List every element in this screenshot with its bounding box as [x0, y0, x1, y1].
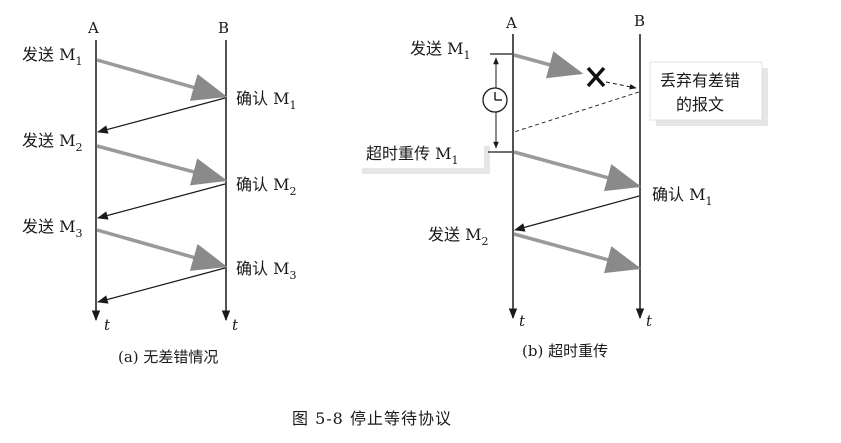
- panel-a-ack-arrow-m2: [96, 183, 226, 220]
- panel-b-timeout-dashed-line: [513, 91, 640, 133]
- panel-a-time-label-b: t: [232, 316, 239, 334]
- figure-caption: 图 5-8 停止等待协议: [292, 409, 452, 428]
- panel-b-retransmit-box: [358, 140, 484, 168]
- panel-b-lost-dashed-arrow: [605, 81, 637, 90]
- panel-b-discard-note: 丢弃有差错 的报文: [649, 61, 768, 126]
- panel-b-ack-arrow-m1: [513, 195, 640, 232]
- panel-b-discard-note-box: [649, 61, 763, 121]
- panel-b-time-label-b: t: [646, 312, 653, 330]
- panel-b-caption: (b) 超时重传: [522, 342, 608, 360]
- panel-a-time-label-a: t: [104, 316, 111, 334]
- panel-a-ack-label-2: 确认 M2: [236, 175, 296, 198]
- panel-a-ack-arrow-m3: [96, 267, 226, 304]
- panel-a-send-label-1: 发送 M1: [22, 45, 82, 68]
- panel-a-node-a-label: A: [87, 19, 99, 37]
- panel-b-retransmit-data-arrow: [513, 150, 642, 192]
- panel-b-lost-data-arrow: [513, 51, 584, 79]
- panel-b-time-label-a: t: [519, 312, 526, 330]
- panel-a-ack-label-3: 确认 M3: [236, 259, 296, 282]
- panel-a-send-label-3: 发送 M3: [22, 217, 82, 240]
- panel-b-discard-note-line1: 丢弃有差错: [660, 71, 740, 90]
- panel-b-send1-label: 发送 M1: [410, 39, 470, 62]
- x-icon: [586, 66, 606, 88]
- panel-a-data-arrow-m3: [96, 228, 228, 271]
- panel-a-send-label-2: 发送 M2: [22, 131, 82, 154]
- panel-a-ack-label-1: 确认 M1: [236, 89, 296, 112]
- panel-a-data-arrow-m1: [96, 58, 228, 101]
- panel-a-ack-arrow-m1: [96, 97, 226, 134]
- panel-a-data-arrow-m2: [96, 144, 228, 186]
- panel-b-node-b-label: B: [634, 12, 645, 30]
- panel-b-node-a-label: A: [505, 14, 517, 32]
- panel-b-ack1-label: 确认 M1: [652, 185, 712, 208]
- panel-a: A B t t 发送 M1 发送 M2 发送 M3 确认 M1 确认 M2 确认…: [22, 19, 296, 366]
- panel-b-retransmit-label: 超时重传 M1: [358, 140, 490, 174]
- panel-b-data-arrow-m2: [513, 232, 642, 274]
- panel-a-node-b-label: B: [218, 19, 229, 37]
- panel-a-caption: (a) 无差错情况: [118, 348, 218, 366]
- panel-b-discard-note-line2: 的报文: [676, 95, 724, 114]
- panel-b-send2-label: 发送 M2: [428, 225, 488, 248]
- panel-b: A B t t 发送 M1 丢弃有差错 的报文: [358, 12, 768, 360]
- panel-b-retransmit-text: 超时重传 M1: [366, 144, 458, 167]
- clock-icon: [482, 87, 508, 113]
